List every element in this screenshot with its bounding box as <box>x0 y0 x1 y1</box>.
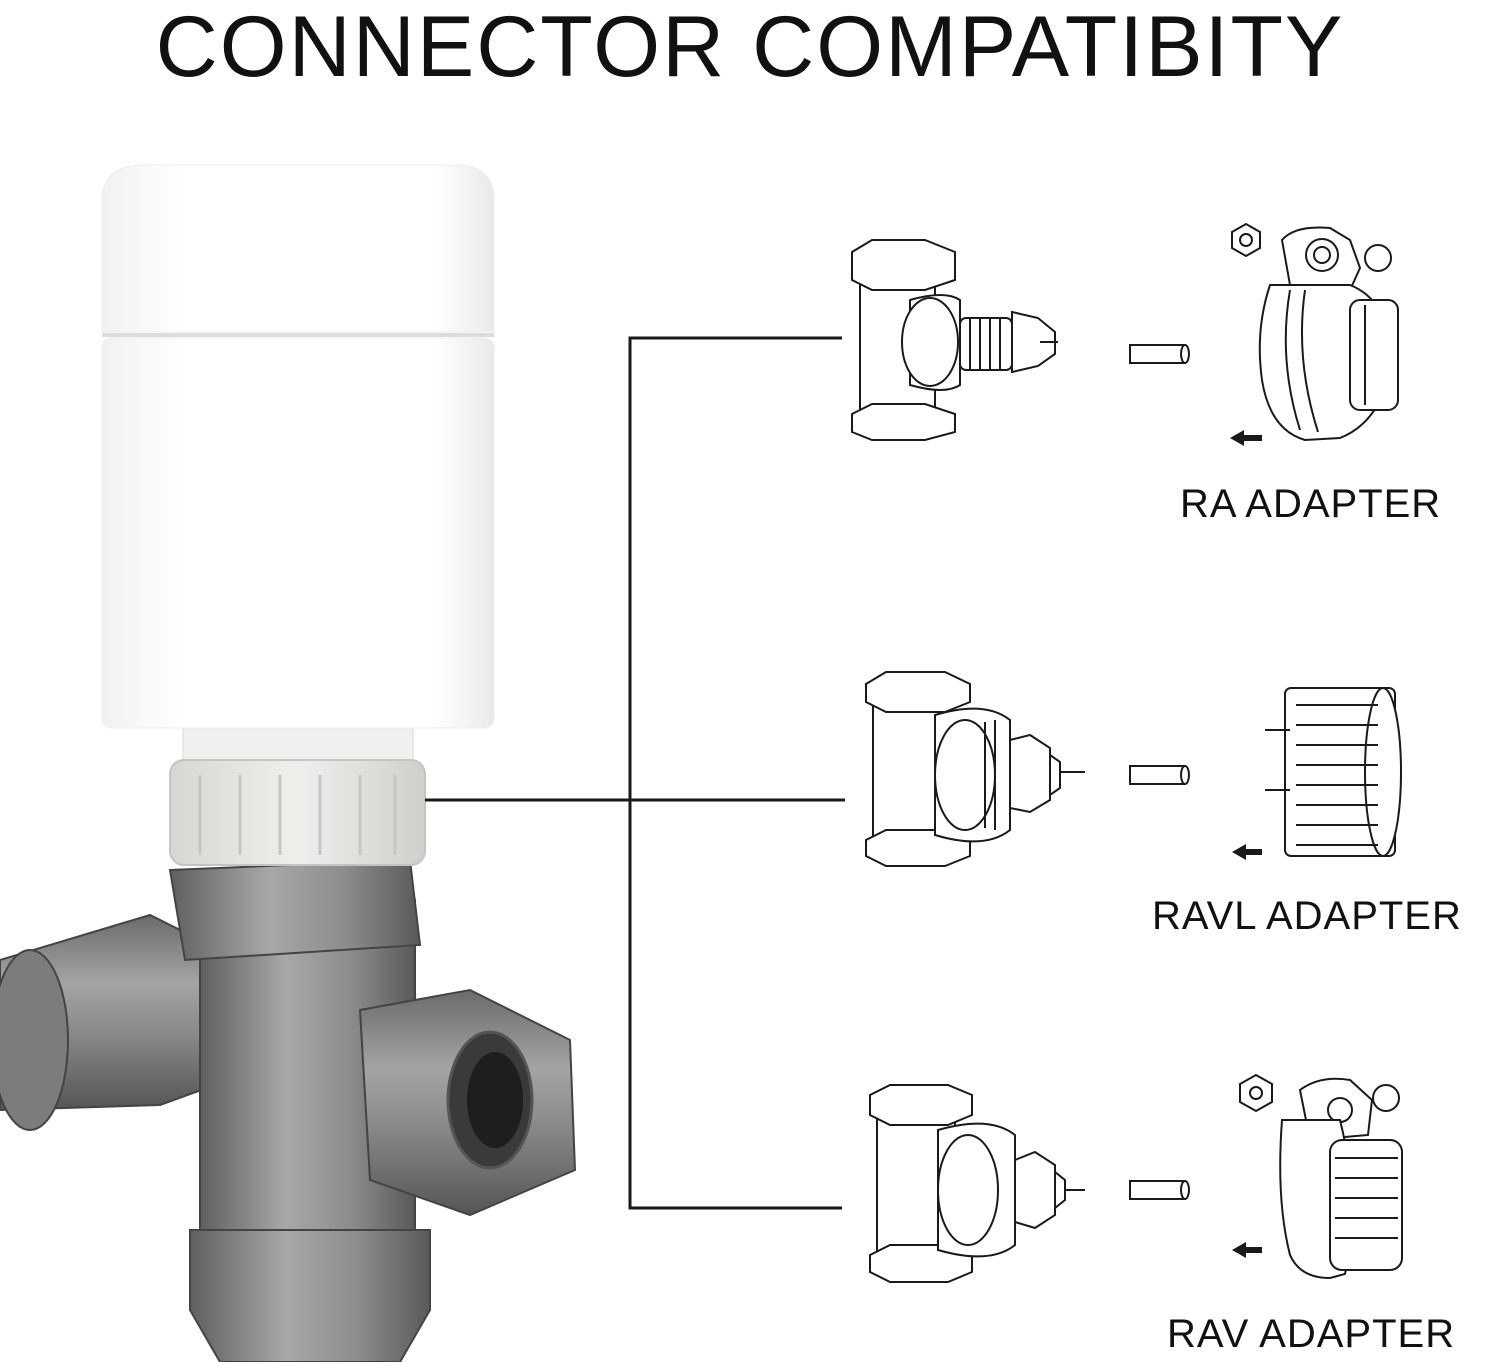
arrow-left-icon <box>1232 1242 1262 1258</box>
page-title: CONNECTOR COMPATIBITY <box>155 0 1345 95</box>
arrow-left-icon <box>1230 430 1262 446</box>
pin-icon <box>1129 1180 1190 1200</box>
pin-icon <box>1129 765 1190 785</box>
radiator-valve-ra-icon <box>851 239 1058 441</box>
thermostatic-radiator-valve-head-icon <box>0 164 577 1362</box>
ra-adapter-label: RA ADAPTER <box>1180 482 1442 526</box>
radiator-valve-ravl-icon <box>865 671 1085 867</box>
valve-body <box>0 858 577 1362</box>
ravl-adapter-label: RAVL ADAPTER <box>1152 894 1462 938</box>
radiator-valve-rav-icon <box>869 1084 1085 1283</box>
rav-adapter-label: RAV ADAPTER <box>1167 1312 1456 1356</box>
head-cylinder <box>101 164 495 729</box>
arrow-left-icon <box>1232 844 1262 860</box>
connector-lines <box>425 336 845 1210</box>
ra-adapter-icon <box>1231 222 1399 442</box>
rav-adapter-icon <box>1239 1073 1403 1280</box>
union-nut <box>169 721 426 866</box>
pin-icon <box>1129 344 1190 364</box>
ravl-adapter-icon <box>1265 687 1402 857</box>
